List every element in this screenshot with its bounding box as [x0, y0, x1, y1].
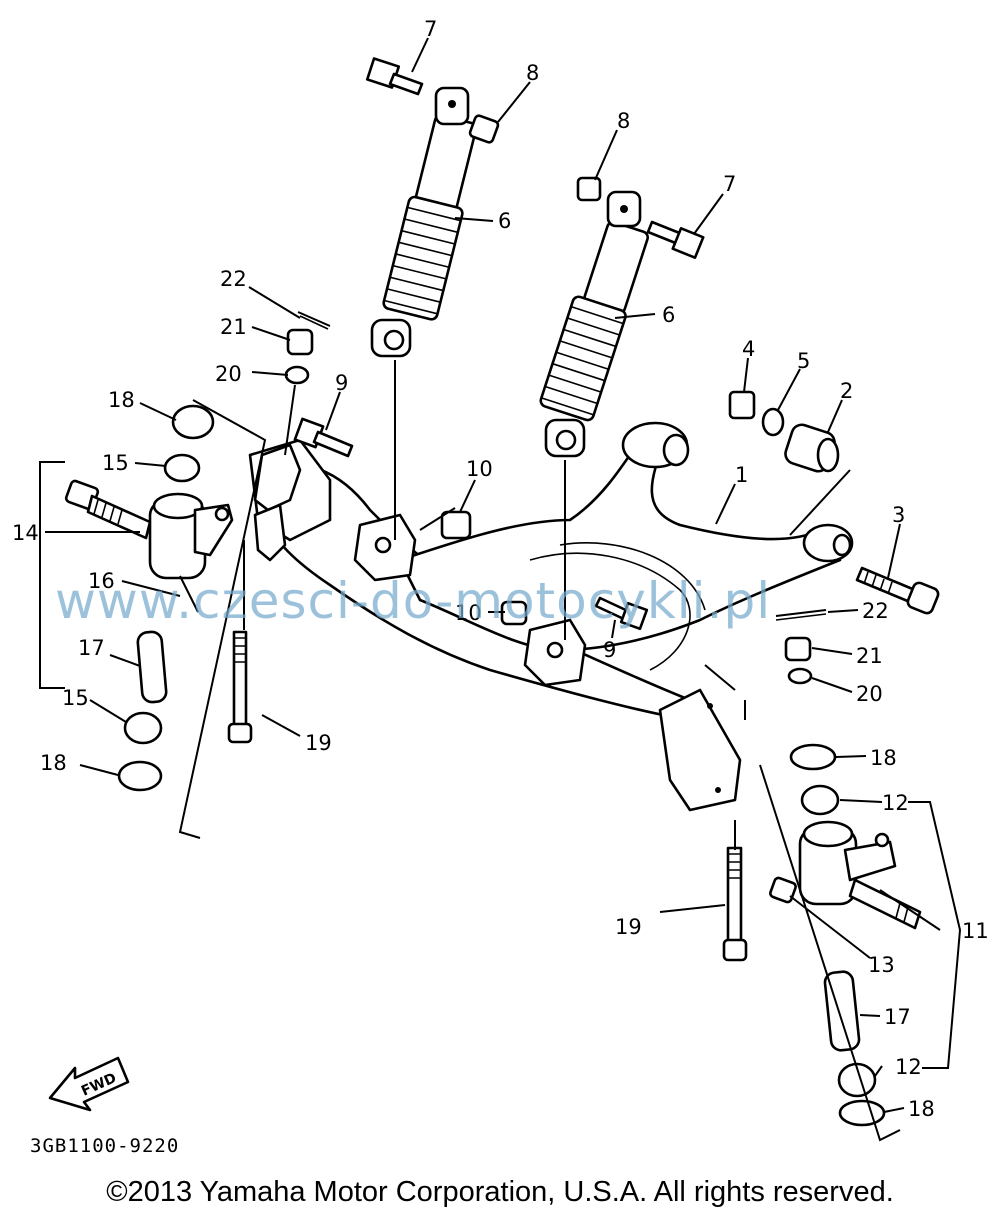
bushing-2	[784, 423, 840, 473]
washer-5	[761, 407, 785, 437]
leader-lines	[39, 37, 962, 1113]
washer-20-left	[284, 365, 310, 385]
dust-seal-18-left-bottom	[117, 760, 163, 792]
label-18-right-bottom: 18	[908, 1097, 935, 1121]
swing-arm-frame	[248, 421, 854, 812]
label-6-left: 6	[498, 209, 511, 233]
label-22-left: 22	[220, 267, 247, 291]
nut-8-right	[576, 176, 602, 202]
label-15-left-bottom: 15	[62, 686, 89, 710]
cotter-pin-22-right	[775, 609, 827, 621]
bolt-9-left	[293, 417, 354, 458]
washer-20-right	[787, 667, 813, 685]
bolt-19-left	[227, 630, 253, 744]
label-1: 1	[735, 463, 748, 487]
label-17-left: 17	[78, 636, 105, 660]
bolt-3	[855, 566, 940, 615]
assembly-guide-lines	[178, 360, 901, 1142]
bolt-19-right	[722, 846, 748, 962]
bolt-7-left	[365, 57, 424, 96]
collar-17-right	[823, 970, 861, 1052]
collar-12-right-bottom	[837, 1062, 877, 1098]
label-13: 13	[868, 953, 895, 977]
label-17-right: 17	[884, 1005, 911, 1029]
label-6-right: 6	[662, 303, 675, 327]
label-16: 16	[88, 569, 115, 593]
part-labels: 7 8 6 8 7 6 22 21 20 9 10 4 5 2 1 3 18 1…	[12, 17, 989, 1121]
castle-nut-21-right	[784, 636, 812, 662]
label-8-left: 8	[526, 61, 539, 85]
copyright-notice: ©2013 Yamaha Motor Corporation, U.S.A. A…	[106, 1176, 894, 1208]
label-9-right: 9	[603, 638, 616, 662]
bolt-16	[179, 575, 199, 613]
label-20-left: 20	[215, 362, 242, 386]
diagram-code: 3GB1100-9220	[30, 1135, 180, 1157]
shock-absorber-left	[370, 86, 478, 358]
collar-17-left	[136, 630, 168, 704]
label-15-left-top: 15	[102, 451, 129, 475]
label-7-right: 7	[723, 172, 736, 196]
label-5: 5	[797, 349, 810, 373]
castle-nut-21-left	[286, 328, 314, 356]
knuckle-14-left	[64, 479, 234, 580]
watermark: www.czesci-do-motocykli.pl	[55, 572, 772, 630]
collar-15-left-bottom	[123, 711, 163, 745]
collar-15-left-top	[163, 453, 201, 483]
label-9-left: 9	[335, 371, 348, 395]
label-12-right-bottom: 12	[895, 1055, 922, 1079]
collar-12-right-top	[800, 784, 840, 816]
label-8-right: 8	[617, 109, 630, 133]
dust-seal-18-right-top	[789, 743, 837, 771]
label-4: 4	[742, 337, 755, 361]
dust-seal-18-right-bottom	[838, 1099, 886, 1127]
nut-4	[728, 390, 756, 420]
cotter-pin-22-left	[297, 311, 331, 330]
label-20-right: 20	[856, 682, 883, 706]
label-10-lower: 10	[455, 601, 482, 625]
label-3: 3	[892, 503, 905, 527]
label-18-left-bottom: 18	[40, 751, 67, 775]
bolt-9-right	[594, 596, 649, 631]
label-18-left-top: 18	[108, 388, 135, 412]
shock-absorber-right	[539, 190, 649, 458]
label-19-right: 19	[615, 915, 642, 939]
label-2: 2	[840, 379, 853, 403]
nut-10-upper	[440, 510, 472, 540]
label-10-upper: 10	[466, 457, 493, 481]
dust-seal-18-left-top	[171, 404, 215, 440]
label-7-left: 7	[424, 17, 437, 41]
label-14: 14	[12, 521, 39, 545]
label-11: 11	[962, 919, 989, 943]
fwd-arrow: FWD	[48, 1056, 130, 1112]
label-19-left: 19	[305, 731, 332, 755]
label-21-right: 21	[856, 644, 883, 668]
label-21-left: 21	[220, 315, 247, 339]
nut-8-left	[468, 114, 500, 144]
label-18-right-top: 18	[870, 746, 897, 770]
label-22-right: 22	[862, 599, 889, 623]
bolt-7-right	[646, 220, 705, 259]
label-12-right-top: 12	[882, 791, 909, 815]
knuckle-11-right	[769, 820, 922, 930]
